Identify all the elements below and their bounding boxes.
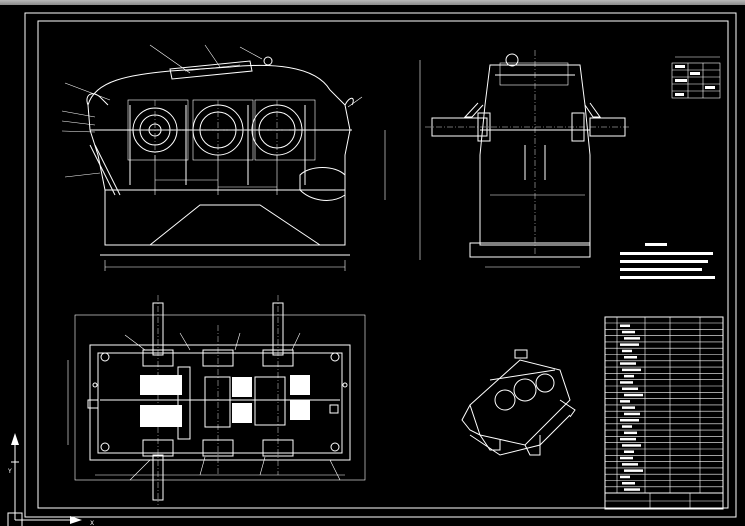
parts-list-row-text (624, 469, 643, 472)
parts-list-row-text (622, 425, 632, 428)
parts-list-row-text (624, 356, 637, 359)
parts-list-row-text (624, 374, 634, 378)
technical-parameters-table (671, 56, 721, 99)
isometric-view (461, 349, 576, 456)
parts-list-title-block (604, 316, 724, 510)
parts-list-row-text (624, 412, 640, 416)
parts-list-row-text (624, 337, 640, 340)
parts-list-row-text (620, 324, 630, 327)
parts-list-row-text (624, 393, 643, 397)
ucs-y-label: Y (7, 468, 12, 475)
parts-list-row-text (622, 330, 635, 334)
parts-list-row-text (622, 368, 641, 372)
window-top-bar (0, 0, 745, 5)
technical-requirements-notes (620, 243, 715, 279)
parts-list-row-text (622, 406, 635, 409)
parts-list-row-text (622, 349, 632, 353)
parts-list-row-text (624, 488, 640, 491)
parts-list-row-text (620, 437, 636, 441)
parts-list-row-text (620, 475, 630, 479)
cad-model-viewport[interactable]: Y X (0, 5, 745, 526)
parts-list-row-text (622, 482, 635, 485)
parts-list-row-text (620, 456, 633, 460)
drawing-frame (24, 12, 737, 518)
parts-list-row-text (622, 387, 638, 390)
parts-list-row-text (620, 343, 639, 346)
parts-list-row-text (620, 381, 633, 384)
parts-list-row-text (624, 431, 637, 435)
parts-list-row-text (624, 450, 634, 453)
parts-list-row-text (622, 463, 638, 466)
parts-list-row-text (620, 400, 630, 403)
side-view (419, 50, 630, 268)
plan-view-section (67, 295, 366, 505)
parts-list-row-text (620, 362, 636, 365)
front-view (61, 44, 386, 271)
parts-list-row-text (622, 444, 641, 447)
ucs-x-label: X (90, 520, 94, 526)
parts-list-row-text (620, 419, 639, 422)
gearbox-assembly-drawing: Y X (7, 12, 737, 526)
ucs-axis-icon: Y X (7, 433, 94, 526)
